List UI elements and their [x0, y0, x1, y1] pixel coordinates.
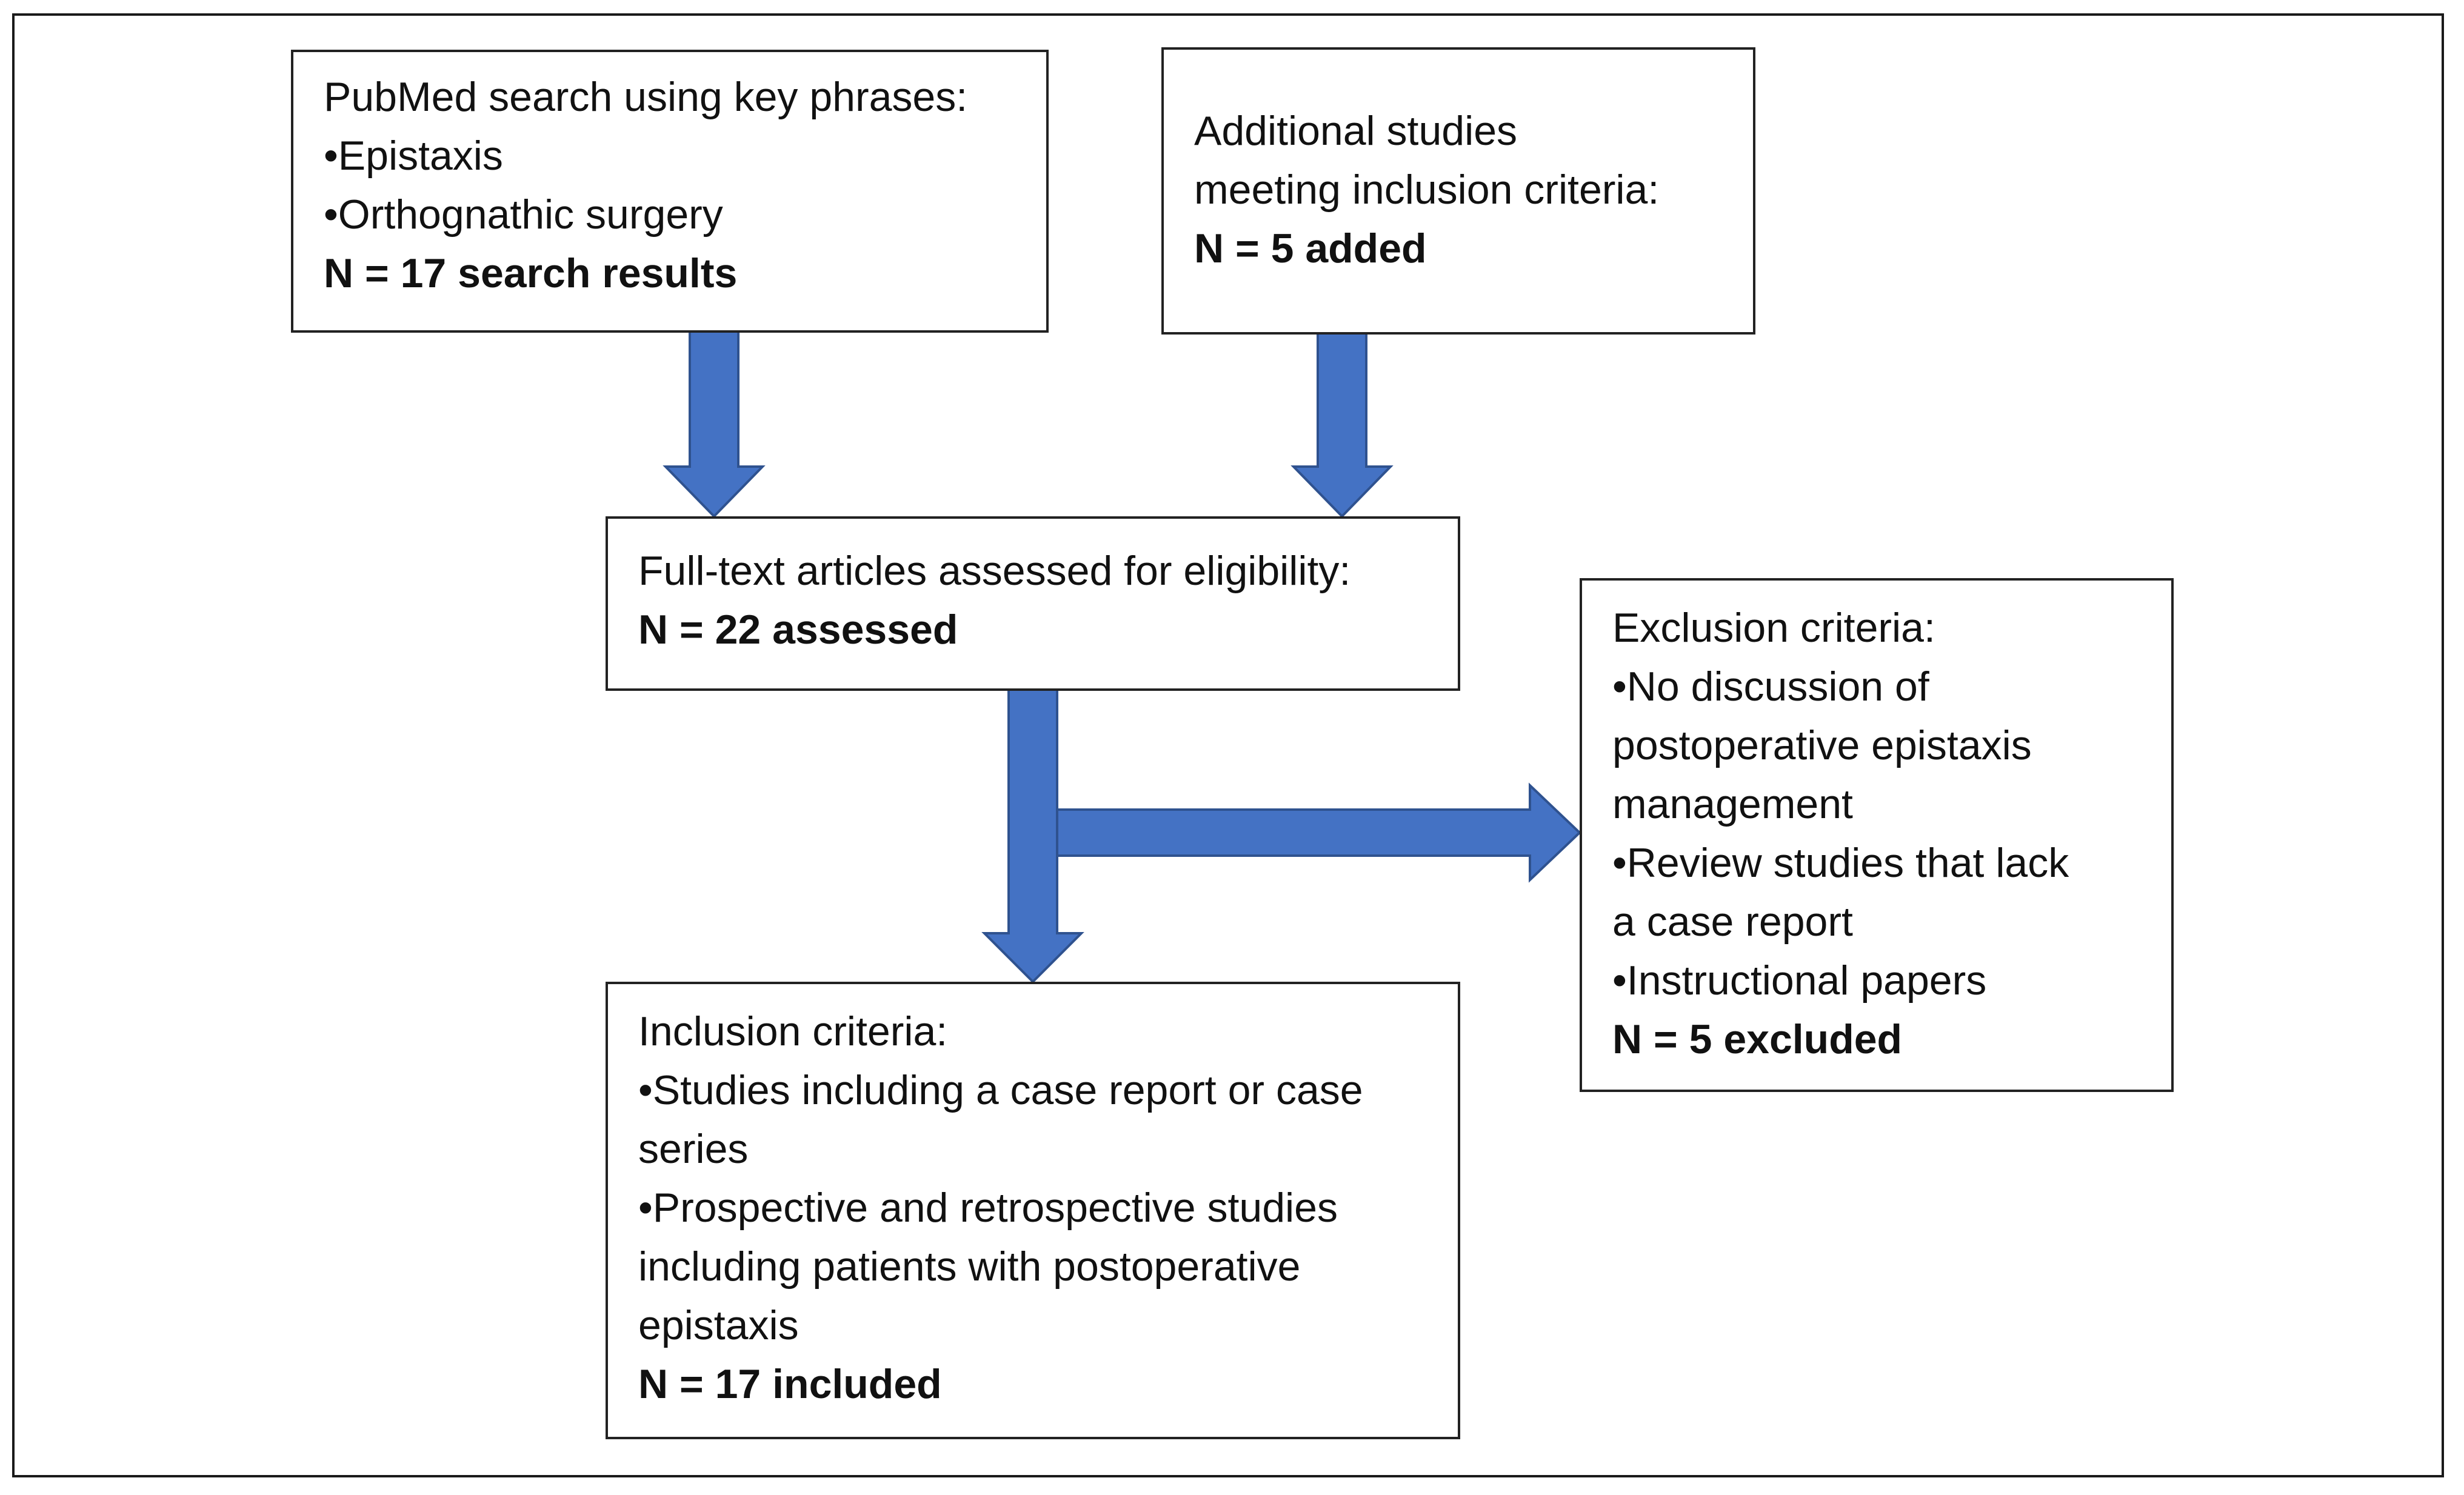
- assessed-title: Full-text articles assessed for eligibil…: [638, 548, 1351, 594]
- exclusion-criteria-box: Exclusion criteria: •No discussion of po…: [1580, 578, 2174, 1092]
- exclusion-line-2: •No discussion of: [1612, 664, 1929, 710]
- exclusion-line-6: a case report: [1612, 899, 1853, 945]
- assessed-count: N = 22 assessed: [638, 607, 958, 653]
- arrow-branch-to-exclusion: [1056, 782, 1581, 883]
- exclusion-line-7: •Instructional papers: [1612, 957, 1987, 1004]
- exclusion-count: N = 5 excluded: [1612, 1016, 1903, 1062]
- search-bullet-epistaxis: •Epistaxis: [324, 133, 503, 179]
- arrow-additional-to-assessed: [1290, 332, 1394, 518]
- inclusion-line-6: epistaxis: [638, 1302, 799, 1348]
- search-title: PubMed search using key phrases:: [324, 74, 968, 120]
- additional-count: N = 5 added: [1194, 225, 1427, 271]
- inclusion-line-2: •Studies including a case report or case: [638, 1067, 1363, 1113]
- search-box: PubMed search using key phrases: •Epista…: [291, 50, 1049, 333]
- exclusion-line-4: management: [1612, 781, 1853, 827]
- exclusion-line-5: •Review studies that lack: [1612, 840, 2069, 886]
- additional-line-2: meeting inclusion criteria:: [1194, 167, 1660, 213]
- inclusion-criteria-box: Inclusion criteria: •Studies including a…: [606, 982, 1460, 1439]
- exclusion-line-1: Exclusion criteria:: [1612, 605, 1935, 651]
- arrow-search-to-assessed: [663, 330, 766, 518]
- exclusion-line-3: postoperative epistaxis: [1612, 722, 2032, 768]
- inclusion-line-3: series: [638, 1126, 749, 1172]
- inclusion-line-5: including patients with postoperative: [638, 1244, 1301, 1290]
- arrow-assessed-to-inclusion: [981, 687, 1084, 984]
- inclusion-line-1: Inclusion criteria:: [638, 1008, 948, 1054]
- inclusion-count: N = 17 included: [638, 1361, 942, 1407]
- figure-frame: [12, 13, 2444, 1477]
- inclusion-line-4: •Prospective and retrospective studies: [638, 1185, 1338, 1231]
- assessed-box: Full-text articles assessed for eligibil…: [606, 516, 1460, 691]
- additional-line-1: Additional studies: [1194, 108, 1518, 154]
- search-count: N = 17 search results: [324, 250, 738, 296]
- additional-studies-box: Additional studies meeting inclusion cri…: [1161, 47, 1755, 335]
- search-bullet-orthognathic: •Orthognathic surgery: [324, 191, 723, 238]
